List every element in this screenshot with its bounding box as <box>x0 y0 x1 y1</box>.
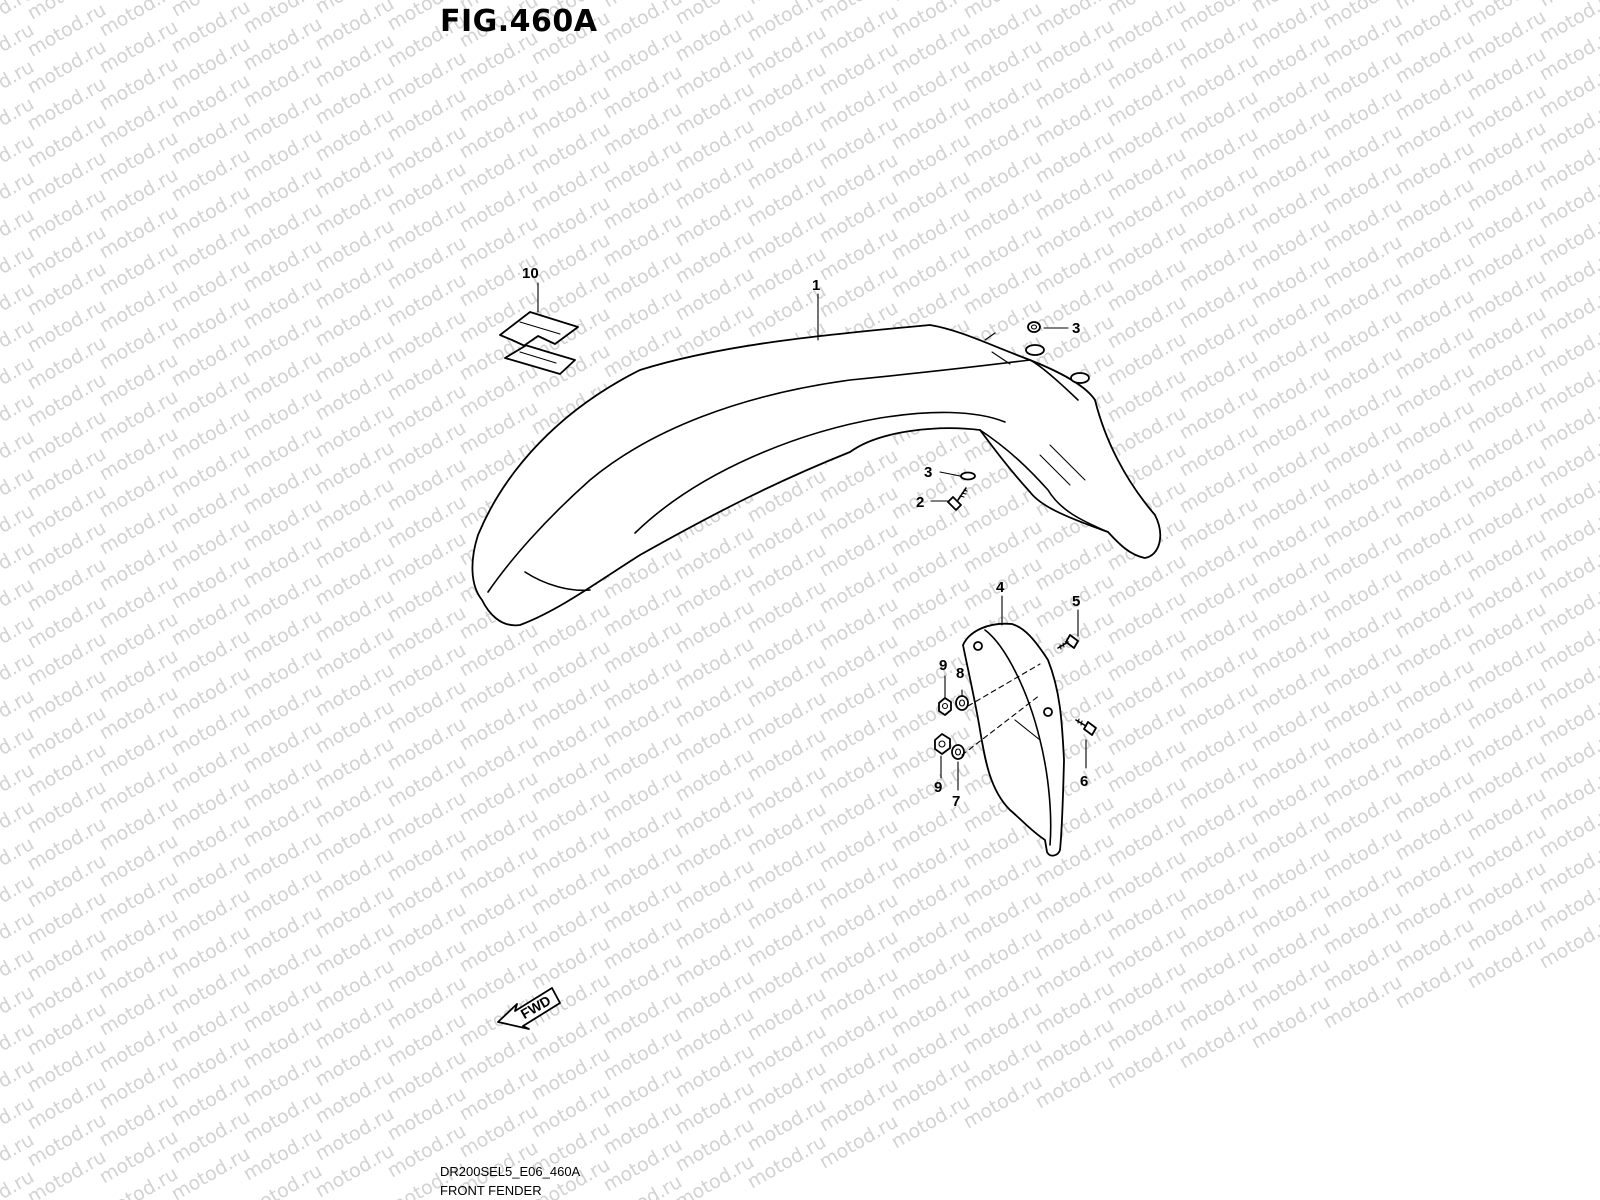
callout-3-upper: 3 <box>1072 320 1080 337</box>
callout-2: 2 <box>916 494 924 511</box>
figure-name: FRONT FENDER <box>440 1183 542 1198</box>
washer-8-part <box>955 695 969 711</box>
callout-8: 8 <box>956 665 964 682</box>
grommet-3-lower-part <box>960 471 976 481</box>
callout-4: 4 <box>996 579 1005 596</box>
callout-9-upper: 9 <box>939 657 947 674</box>
washer-7-part <box>951 744 965 760</box>
grommet-3-upper-part <box>1027 321 1041 333</box>
callout-6: 6 <box>1080 773 1088 790</box>
figure-code: DR200SEL5_E06_460A <box>440 1164 581 1179</box>
callout-10: 10 <box>522 265 539 282</box>
callout-1: 1 <box>812 277 820 294</box>
figure-title: FIG.460A <box>440 4 598 39</box>
nut-9-upper-part <box>938 697 952 716</box>
callout-5: 5 <box>1072 593 1080 610</box>
callout-9-lower: 9 <box>934 779 942 796</box>
callout-7: 7 <box>952 793 960 810</box>
callout-3-lower: 3 <box>924 464 932 481</box>
